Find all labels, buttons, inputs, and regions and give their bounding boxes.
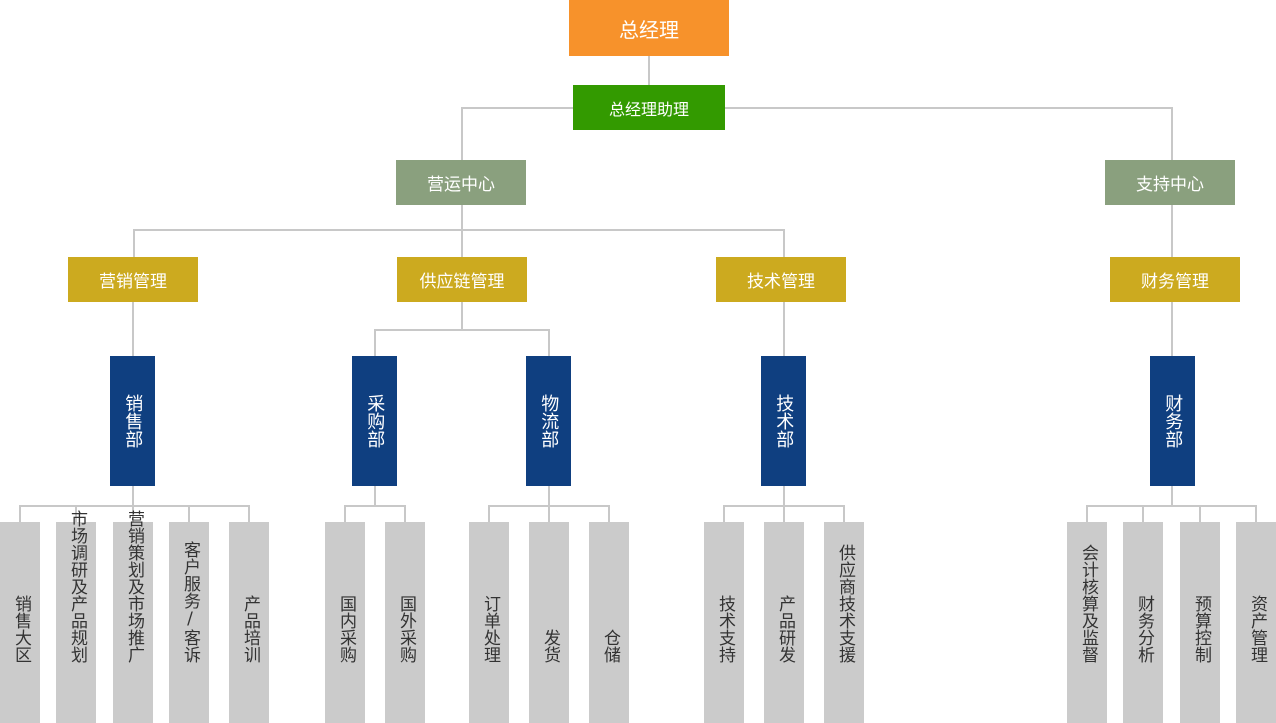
assistant-gm-box: 总经理助理 — [573, 85, 725, 130]
function-box: 发货 — [529, 522, 569, 723]
support-center-label: 支持中心 — [1136, 175, 1204, 195]
finance-management-label: 财务管理 — [1141, 272, 1209, 292]
finance-department-label: 财务部 — [1162, 394, 1184, 448]
function-box: 会计核算及监督 — [1067, 522, 1107, 723]
function-label: 国内采购 — [335, 595, 356, 663]
assistant-gm-label: 总经理助理 — [608, 99, 689, 119]
function-box: 资产管理 — [1236, 522, 1276, 723]
function-label: 预算控制 — [1190, 595, 1211, 663]
function-box: 财务分析 — [1123, 522, 1163, 723]
logistics-department-label: 物流部 — [538, 394, 560, 448]
function-label: 国外采购 — [395, 595, 416, 663]
function-label: 会计核算及监督 — [1077, 544, 1098, 663]
general-manager-label: 总经理 — [619, 17, 679, 42]
technology-management-label: 技术管理 — [747, 272, 815, 292]
function-label: 产品研发 — [774, 595, 795, 663]
function-label: 订单处理 — [479, 595, 500, 663]
function-box: 国内采购 — [325, 522, 365, 723]
function-box: 产品培训 — [229, 522, 269, 723]
function-box: 客户服务/客诉 — [169, 522, 209, 723]
function-box: 技术支持 — [704, 522, 744, 723]
finance-management-box: 财务管理 — [1110, 257, 1240, 302]
function-box: 营销策划及市场推广 — [113, 510, 153, 723]
function-box: 产品研发 — [764, 522, 804, 723]
function-box: 市场调研及产品规划 — [56, 510, 96, 723]
technology-department-label: 技术部 — [773, 394, 795, 448]
function-box: 销售大区 — [0, 522, 40, 723]
function-box: 国外采购 — [385, 522, 425, 723]
supply-chain-management-box: 供应链管理 — [397, 257, 527, 302]
function-label: 市场调研及产品规划 — [66, 510, 87, 663]
marketing-management-box: 营销管理 — [68, 257, 198, 302]
function-label: 发货 — [539, 629, 560, 663]
function-label: 客户服务/客诉 — [179, 541, 200, 663]
sales-department-label: 销售部 — [122, 394, 144, 448]
purchasing-department-label: 采购部 — [364, 394, 386, 448]
function-label: 财务分析 — [1133, 595, 1154, 663]
operations-center-label: 营运中心 — [427, 175, 495, 195]
function-label: 营销策划及市场推广 — [123, 510, 144, 663]
function-label: 销售大区 — [10, 595, 31, 663]
function-box: 供应商技术支援 — [824, 522, 864, 723]
marketing-management-label: 营销管理 — [99, 272, 167, 292]
function-label: 资产管理 — [1246, 595, 1267, 663]
purchasing-department-box: 采购部 — [352, 356, 397, 486]
function-label: 供应商技术支援 — [834, 544, 855, 663]
finance-department-box: 财务部 — [1150, 356, 1195, 486]
function-box: 订单处理 — [469, 522, 509, 723]
technology-management-box: 技术管理 — [716, 257, 846, 302]
supply-chain-management-label: 供应链管理 — [419, 272, 505, 292]
function-label: 产品培训 — [239, 595, 260, 663]
logistics-department-box: 物流部 — [526, 356, 571, 486]
operations-center-box: 营运中心 — [396, 160, 526, 205]
function-label: 技术支持 — [714, 595, 735, 663]
general-manager-box: 总经理 — [569, 0, 729, 56]
technology-department-box: 技术部 — [761, 356, 806, 486]
sales-department-box: 销售部 — [110, 356, 155, 486]
function-box: 预算控制 — [1180, 522, 1220, 723]
support-center-box: 支持中心 — [1105, 160, 1235, 205]
function-box: 仓储 — [589, 522, 629, 723]
function-label: 仓储 — [599, 629, 620, 663]
